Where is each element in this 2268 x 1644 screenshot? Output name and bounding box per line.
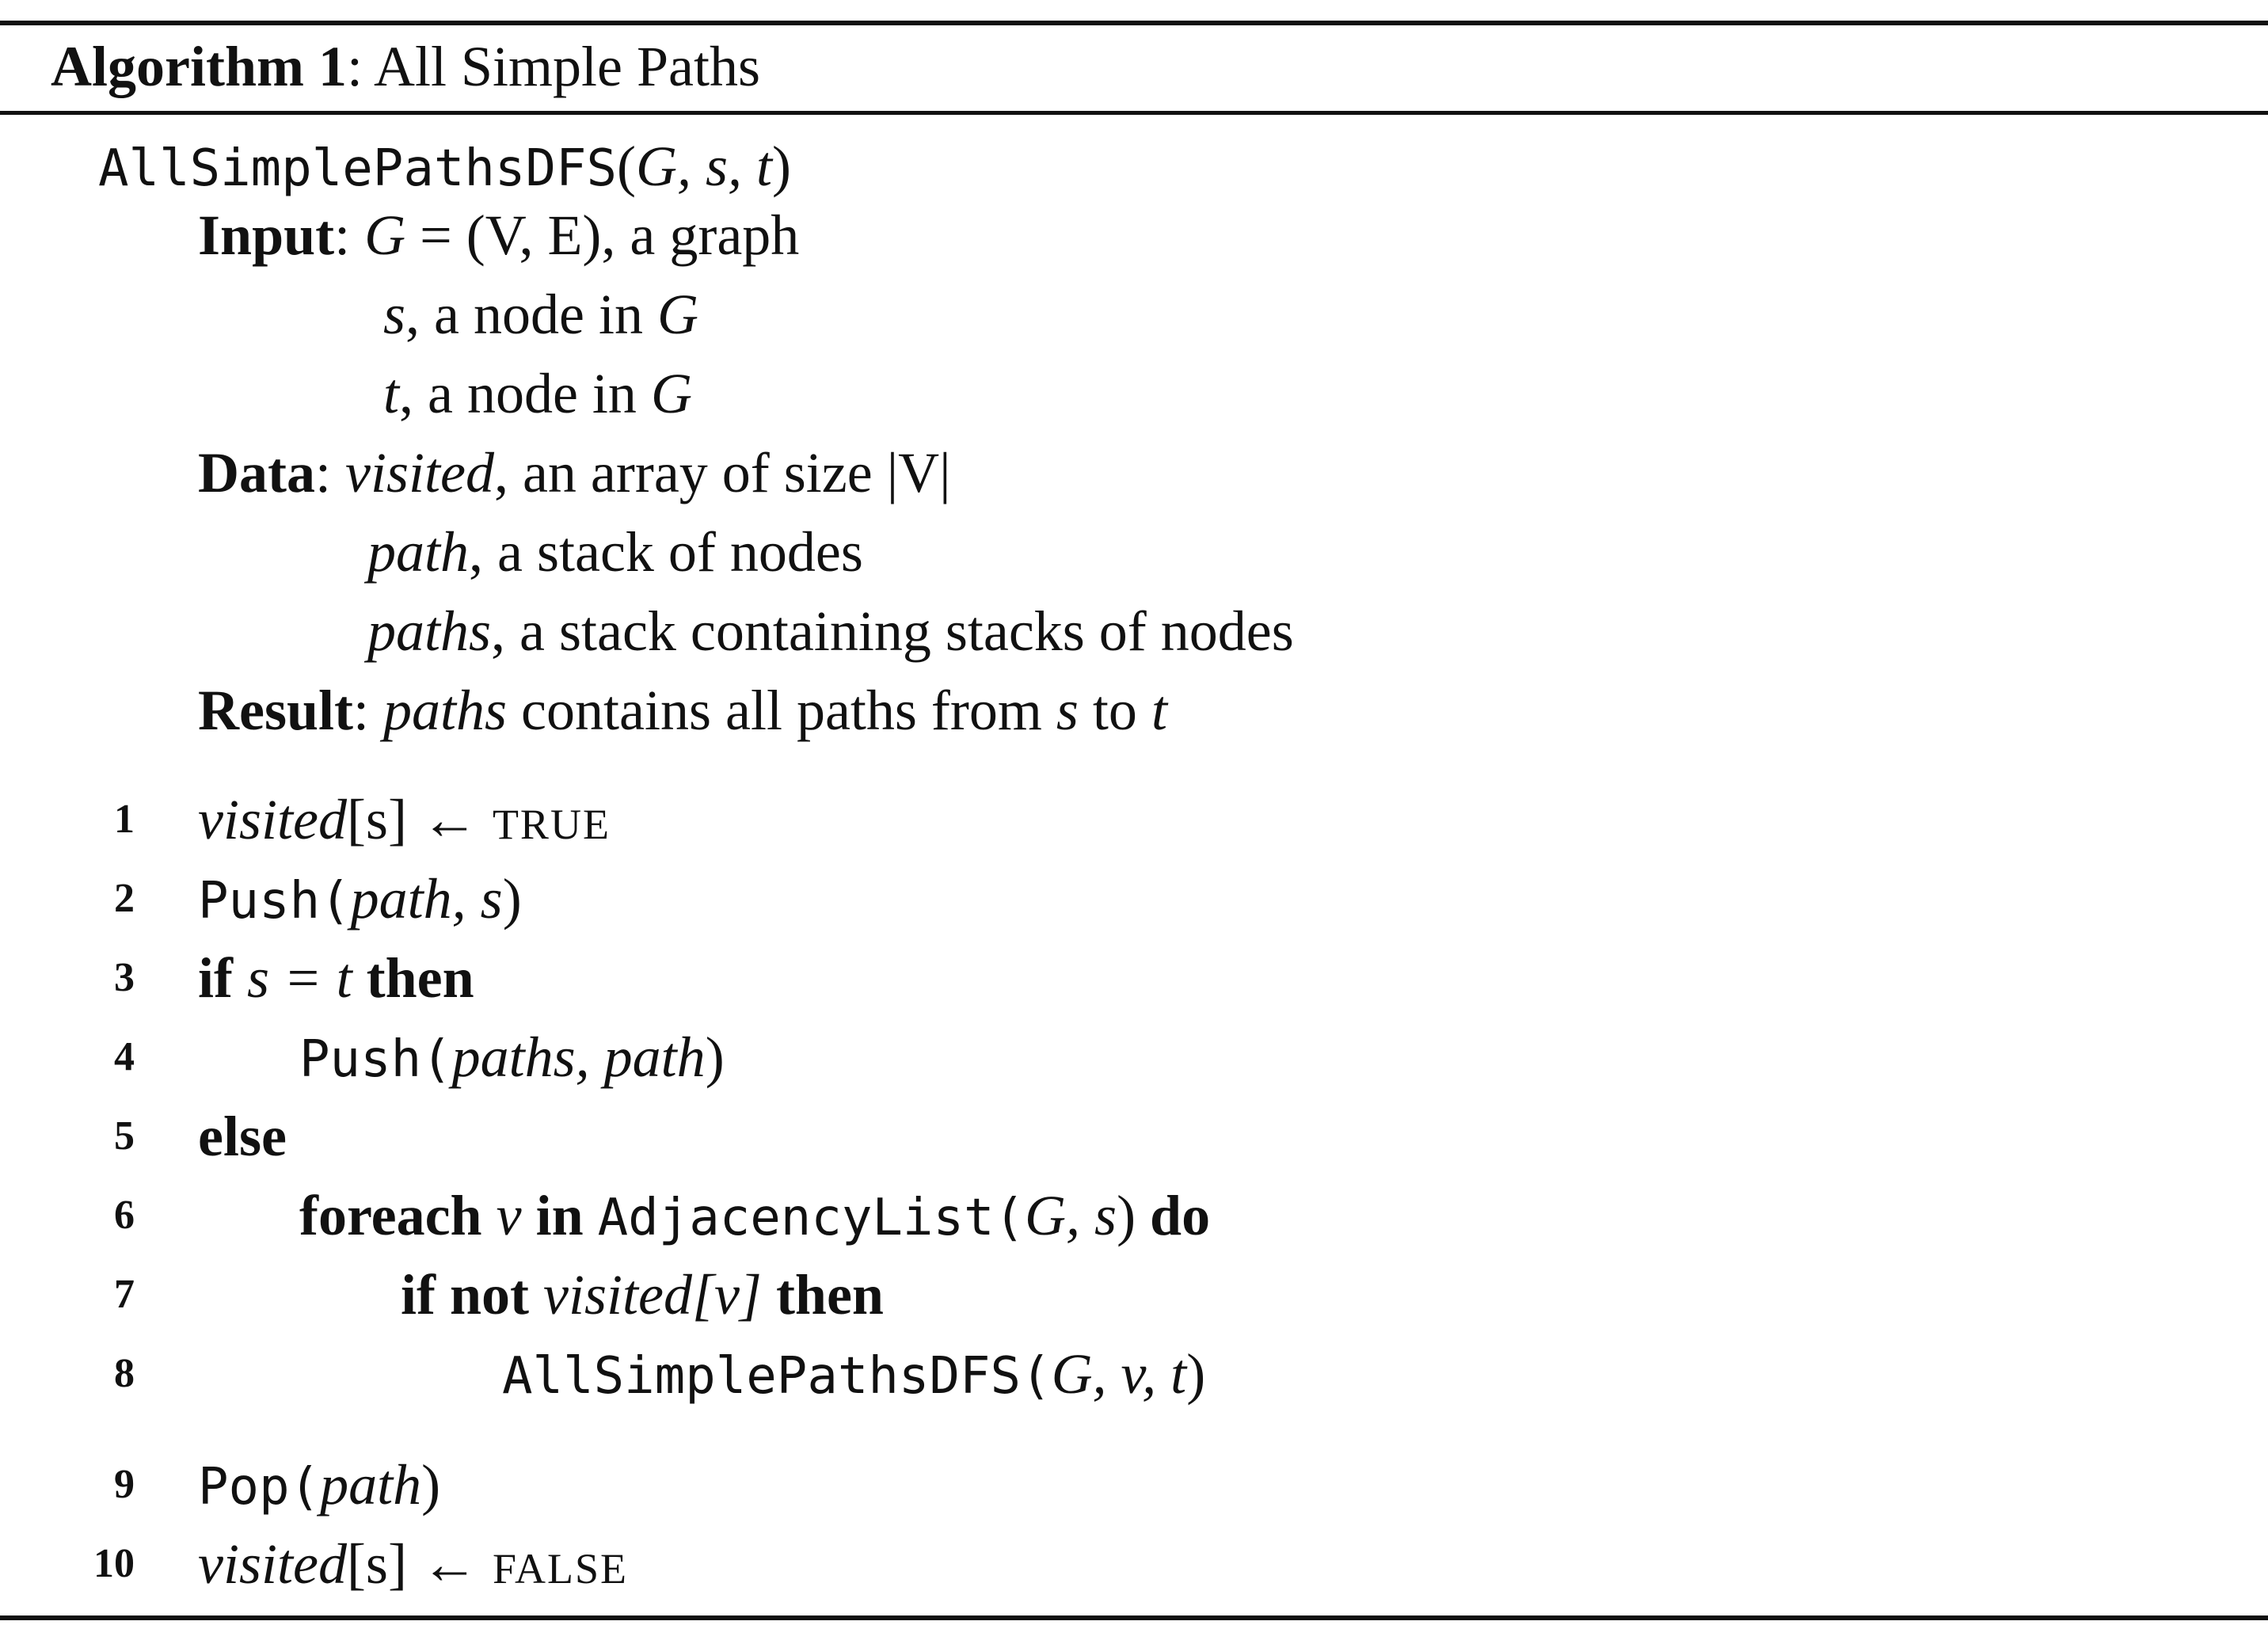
result-t: t [1151,679,1167,742]
signature-open: ( [617,135,637,198]
if-keyword: if [198,946,233,1010]
line-number: 5 [114,1113,135,1159]
input-desc-s: , a node in [405,283,657,346]
adjacency-call: AdjacencyList( [597,1189,1026,1247]
result-keyword: Result [198,679,353,742]
recursive-args: G, v, t [1051,1342,1187,1406]
line-body: if not visited[v] then [401,1259,884,1330]
line-body: Push(path, s) [198,863,522,937]
data-block: Data: visited, an array of size |V| [198,441,951,504]
push-args: path, s [350,867,503,930]
loop-var: v [481,1184,536,1247]
input-keyword: Input [198,204,335,267]
result-s: s [1056,679,1079,742]
do-keyword: do [1150,1184,1211,1247]
then-keyword: then [366,946,474,1010]
close-paren: ) [421,1453,441,1517]
line-body: visited[s] ← FALSE [198,1528,628,1604]
data-keyword: Data [198,441,315,504]
then-keyword: then [775,1263,884,1326]
input-var-g: G [364,204,406,267]
result-block: Result: paths contains all paths from s … [198,679,1167,742]
in-keyword: in [535,1184,584,1247]
caption-title: All Simple Paths [374,35,761,98]
data-var-path: path [367,520,470,584]
line-number: 7 [114,1272,135,1317]
else-keyword: else [198,1105,287,1168]
condition: s = t [232,946,367,1010]
line-body: Pop(path) [198,1449,440,1523]
if-not-keyword: if not [401,1263,529,1326]
input-var-t: t [383,362,400,425]
line-body: visited[s] ← TRUE [198,784,611,860]
data-path: path, a stack of nodes [367,516,863,588]
input-desc-t: , a node in [399,362,651,425]
var-visited: visited [198,1532,347,1596]
input-block: Input: G = (V, E), a graph [198,204,800,267]
bottom-rule [0,1615,2268,1620]
input-tail-s: G [656,283,698,346]
recursive-call: AllSimplePathsDFS( [502,1347,1052,1406]
assign-expr: [s] ← [346,1532,493,1596]
close-paren: ) [502,867,522,930]
input-s: s, a node in G [383,279,698,350]
close-paren: ) [1117,1184,1136,1247]
result-to: to [1078,679,1151,742]
push-call: Push( [299,1030,452,1089]
data-var-visited: visited [345,441,494,504]
line-body: foreach v in AdjacencyList(G, s) do [299,1180,1210,1254]
function-name: AllSimplePathsDFS [98,139,618,198]
caption-colon: : [346,35,374,98]
input-t: t, a node in G [383,358,692,429]
line-number: 9 [114,1462,135,1507]
assign-expr: [s] ← [346,788,493,851]
true-constant: TRUE [492,801,611,848]
result-var: paths [383,679,508,742]
input-desc-g: = (V, E), a graph [405,204,800,267]
close-paren: ) [1186,1342,1206,1406]
false-constant: FALSE [492,1545,628,1593]
algorithm-caption: Algorithm 1: All Simple Paths [51,29,760,105]
line-number: 3 [114,955,135,1000]
data-desc-paths: , a stack containing stacks of nodes [491,599,1294,663]
line-number: 2 [114,876,135,921]
signature-close: ) [772,135,792,198]
signature-args: G, s, t [636,135,773,198]
signature: AllSimplePathsDFS(G, s, t) [98,131,791,204]
line-number: 10 [93,1541,135,1586]
data-desc-visited: , an array of size |V| [493,441,951,504]
caption-label: Algorithm 1 [51,35,347,98]
line-number: 8 [114,1351,135,1396]
pop-call: Pop( [198,1458,321,1517]
line-number: 4 [114,1034,135,1079]
caption-rule [0,111,2268,115]
data-paths: paths, a stack containing stacks of node… [367,596,1294,667]
line-body: Push(paths, path) [299,1022,725,1095]
input-tail-t: G [650,362,692,425]
close-paren: ) [705,1026,725,1089]
line-body: AllSimplePathsDFS(G, v, t) [502,1338,1205,1412]
data-desc-path: , a stack of nodes [469,520,863,584]
var-visited: visited [198,788,347,851]
foreach-keyword: foreach [299,1184,482,1247]
adjacency-args: G, s [1025,1184,1117,1247]
result-desc: contains all paths from [507,679,1056,742]
line-number: 1 [114,797,135,842]
line-body: if s = t then [198,942,474,1014]
top-rule [0,21,2268,25]
pop-args: path [320,1453,422,1517]
push-args: paths, path [451,1026,706,1089]
input-var-s: s [383,283,406,346]
data-var-paths: paths [367,599,492,663]
line-number: 6 [114,1193,135,1238]
condition: visited[v] [529,1263,776,1326]
push-call: Push( [198,872,351,930]
